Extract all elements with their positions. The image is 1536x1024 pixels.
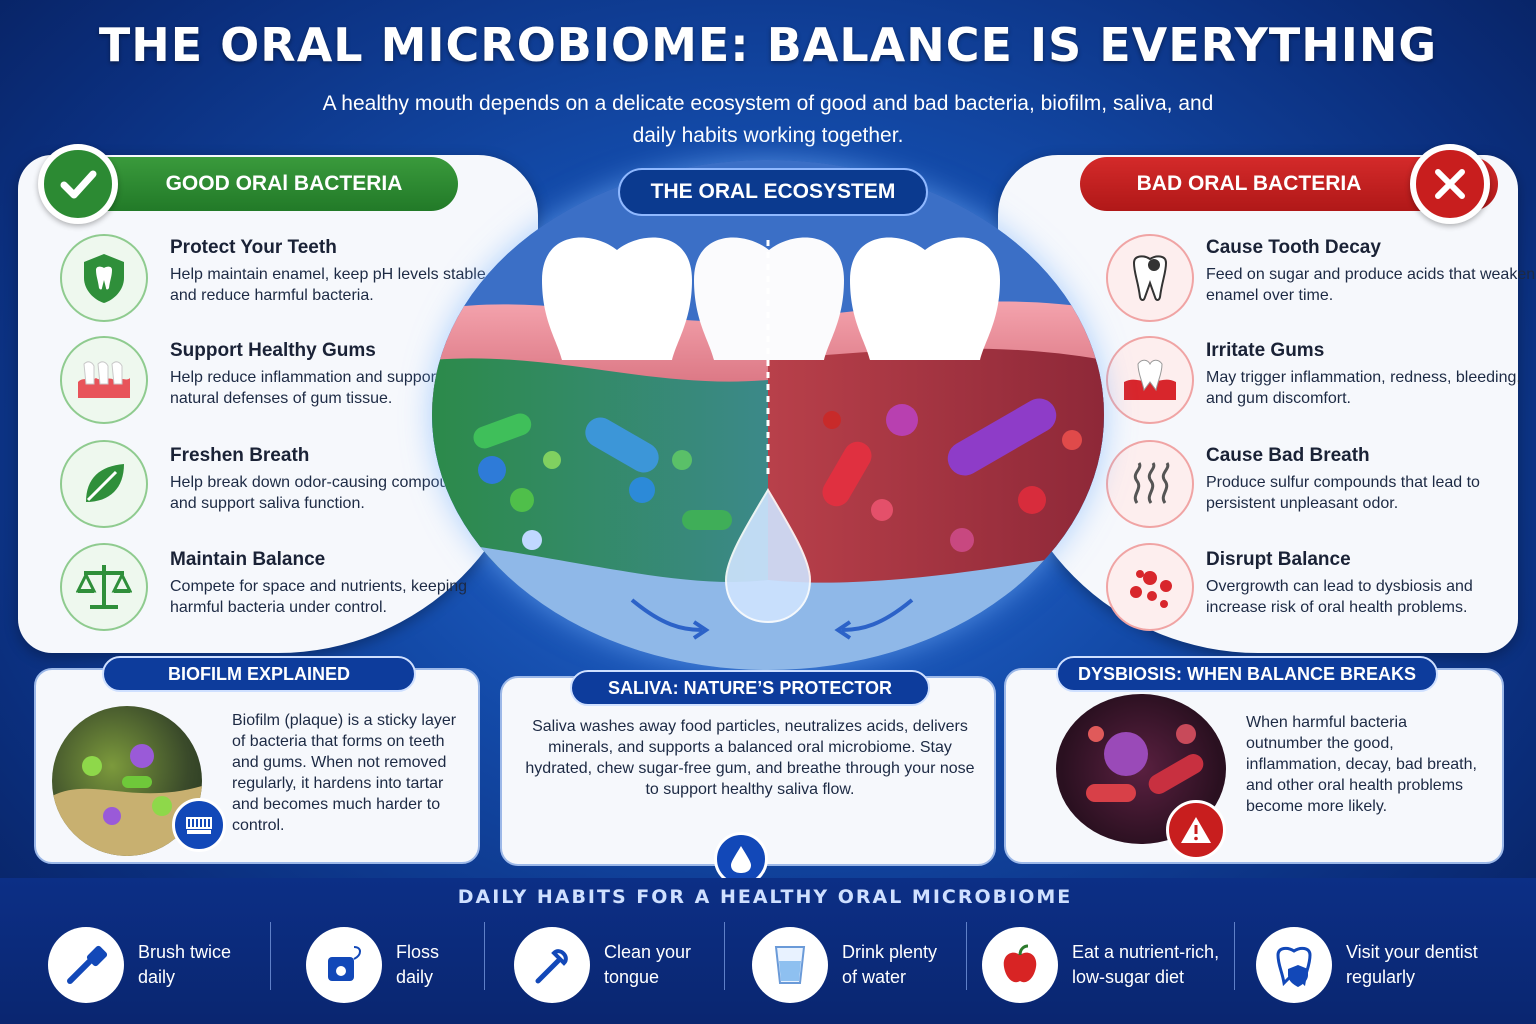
good-item-maintain-balance: Maintain Balance Compete for space and n… — [170, 549, 500, 618]
good-item-title: Freshen Breath — [170, 445, 310, 466]
good-item-protect-teeth: Protect Your Teeth Help maintain enamel,… — [170, 237, 500, 306]
checkmark-icon — [38, 144, 118, 224]
water-drop-icon — [714, 832, 768, 886]
bad-item-text: May trigger inflammation, redness, bleed… — [1206, 369, 1521, 407]
habit-label: Clean your tongue — [604, 942, 692, 987]
bad-item-disrupt-balance: Disrupt Balance Overgrowth can lead to d… — [1206, 549, 1536, 618]
bad-item-text: Overgrowth can lead to dysbiosis and inc… — [1206, 578, 1473, 616]
habit-label: Visit your dentist regularly — [1346, 942, 1478, 987]
habit-divider — [270, 922, 271, 990]
apple-icon — [982, 927, 1058, 1003]
cross-icon — [1410, 144, 1490, 224]
page-title: THE ORAL MICROBIOME: BALANCE IS EVERYTHI… — [98, 18, 1438, 72]
bad-item-title: Cause Tooth Decay — [1206, 237, 1381, 258]
bad-item-title: Disrupt Balance — [1206, 549, 1351, 570]
good-item-text: Compete for space and nutrients, keeping… — [170, 578, 468, 616]
leaf-icon — [60, 440, 148, 528]
habit-divider — [724, 922, 725, 990]
good-item-text: Help break down odor-causing compounds a… — [170, 474, 475, 512]
good-item-freshen-breath: Freshen Breath Help break down odor-caus… — [170, 445, 500, 514]
habit-label: Eat a nutrient-rich, low-sugar diet — [1072, 942, 1220, 987]
warning-icon — [1166, 800, 1226, 860]
good-item-healthy-gums: Support Healthy Gums Help reduce inflamm… — [170, 340, 500, 409]
good-item-text: Help reduce inflammation and support the… — [170, 369, 468, 407]
bad-item-tooth-decay: Cause Tooth Decay Feed on sugar and prod… — [1206, 237, 1536, 306]
bad-item-title: Irritate Gums — [1206, 340, 1325, 361]
floss-icon — [306, 927, 382, 1003]
tongue-scraper-icon — [514, 927, 590, 1003]
decayed-tooth-icon — [1106, 234, 1194, 322]
biofilm-card: Biofilm (plaque) is a sticky layer of ba… — [34, 668, 480, 864]
habit-label: Brush twice daily — [138, 942, 232, 987]
gums-icon — [60, 336, 148, 424]
bad-item-irritate-gums: Irritate Gums May trigger inflammation, … — [1206, 340, 1536, 409]
tooth-shield-icon — [1256, 927, 1332, 1003]
biofilm-title: BIOFILM EXPLAINED — [102, 656, 416, 692]
scale-icon — [60, 543, 148, 631]
habit-dentist: Visit your dentist regularly — [1256, 915, 1478, 1015]
good-item-text: Help maintain enamel, keep pH levels sta… — [170, 266, 491, 304]
good-item-title: Maintain Balance — [170, 549, 326, 570]
habits-title: DAILY HABITS FOR A HEALTHY ORAL MICROBIO… — [457, 886, 1073, 908]
habit-water: Drink plenty of water — [752, 915, 937, 1015]
good-item-title: Support Healthy Gums — [170, 340, 376, 361]
oral-ecosystem-illustration — [432, 160, 1104, 670]
water-glass-icon — [752, 927, 828, 1003]
bad-item-title: Cause Bad Breath — [1206, 445, 1370, 466]
good-item-title: Protect Your Teeth — [170, 237, 337, 258]
dysbiosis-text: When harmful bacteria outnumber the good… — [1246, 714, 1477, 815]
bad-item-text: Produce sulfur compounds that lead to pe… — [1206, 474, 1480, 512]
dysbiosis-title: DYSBIOSIS: WHEN BALANCE BREAKS — [1056, 656, 1438, 692]
irritated-gums-icon — [1106, 336, 1194, 424]
toothbrush-badge-icon — [172, 798, 226, 852]
toothbrush-icon — [48, 927, 124, 1003]
bad-item-bad-breath: Cause Bad Breath Produce sulfur compound… — [1206, 445, 1536, 514]
page-subtitle: A healthy mouth depends on a delicate ec… — [322, 92, 1214, 147]
habit-floss: Floss daily — [306, 915, 439, 1015]
saliva-title: SALIVA: NATURE’S PROTECTOR — [570, 670, 930, 706]
habit-divider — [966, 922, 967, 990]
habit-divider — [1234, 922, 1235, 990]
bacteria-dots-icon — [1106, 543, 1194, 631]
bad-item-text: Feed on sugar and produce acids that wea… — [1206, 266, 1536, 304]
habit-label: Drink plenty of water — [842, 942, 938, 987]
ecosystem-title: THE ORAL ECOSYSTEM — [618, 168, 928, 216]
dysbiosis-card: When harmful bacteria outnumber the good… — [1004, 668, 1504, 864]
habit-divider — [484, 922, 485, 990]
biofilm-illustration — [52, 706, 202, 856]
saliva-text: Saliva washes away food particles, neutr… — [525, 718, 975, 798]
habit-label: Floss daily — [396, 942, 440, 987]
dysbiosis-illustration — [1056, 694, 1226, 844]
habit-brush: Brush twice daily — [48, 915, 231, 1015]
odor-waves-icon — [1106, 440, 1194, 528]
habit-diet: Eat a nutrient-rich, low-sugar diet — [982, 915, 1219, 1015]
biofilm-text: Biofilm (plaque) is a sticky layer of ba… — [232, 712, 457, 834]
shield-tooth-icon — [60, 234, 148, 322]
habit-tongue: Clean your tongue — [514, 915, 691, 1015]
